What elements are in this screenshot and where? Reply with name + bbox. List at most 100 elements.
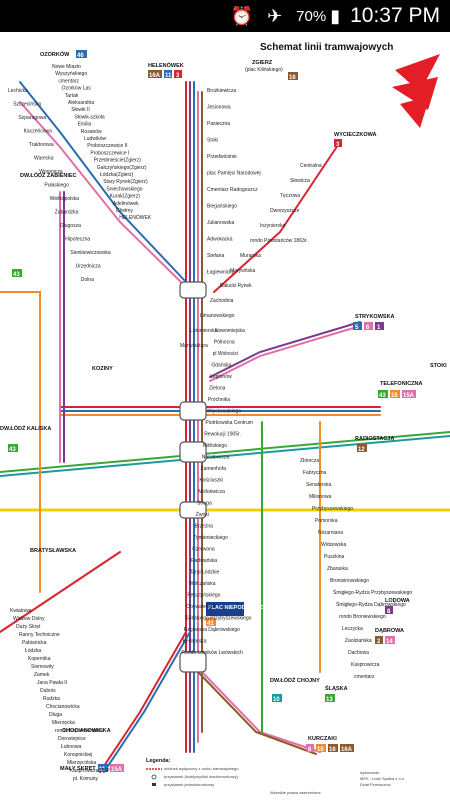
stop-label[interactable]: Brożkiewicza (207, 88, 236, 94)
stop-label[interactable]: Gałczyńskiego(Zgierz) (97, 165, 147, 171)
stop-label[interactable]: Legionów (210, 374, 232, 380)
stop-label[interactable]: Sienkiewiczowska (70, 250, 111, 256)
stop-label[interactable]: Stefana (207, 253, 224, 259)
stop-label[interactable]: Północna (214, 340, 235, 346)
stop-label[interactable]: Zbaraska (327, 566, 348, 572)
stop-label[interactable]: Chocianowicka (46, 704, 80, 710)
stop-label[interactable]: Leczycka (342, 626, 363, 632)
stop-label[interactable]: Inżynierska (260, 223, 286, 229)
stop-label[interactable]: rondo Powstańców 1863r. (250, 238, 308, 244)
stop-label[interactable]: Kościuszki (199, 478, 223, 484)
stop-label[interactable]: HELENÓWEK (119, 214, 152, 221)
stop-label[interactable]: Szczecińska (13, 102, 41, 108)
stop-label[interactable]: Murarska (240, 253, 261, 259)
stop-label[interactable]: Biegańskiego (207, 204, 237, 210)
stop-label[interactable]: Kopernika (28, 656, 51, 662)
stop-label[interactable]: Duży Skręt (16, 624, 41, 630)
stop-label[interactable]: Pułaskiego (44, 183, 69, 189)
stop-label[interactable]: Śmigłego-Rydza Przybyszewskiego (333, 588, 412, 596)
stop-label[interactable]: Kurak(Zgierz) (110, 194, 141, 200)
stop-label[interactable]: Stary Rynek(Zgierz) (103, 179, 148, 185)
stop-label[interactable]: Widzewska (321, 542, 347, 548)
stop-label[interactable]: Długosza (60, 223, 81, 229)
stop-label[interactable]: Mickiewicza (198, 489, 225, 495)
stop-label[interactable]: Proboszczewice I (90, 150, 129, 156)
stop-label[interactable]: Dachowa (348, 650, 369, 656)
stop-label[interactable]: Milionowa (309, 494, 331, 500)
stop-label[interactable]: Niciarniana (318, 530, 343, 536)
terminal-kurczaki[interactable]: KURCZAKI 6 15 16 16A (306, 736, 354, 753)
stop-label[interactable]: Pasieczna (207, 121, 230, 127)
stop-label[interactable]: Stoki (207, 138, 218, 144)
stop-label[interactable]: rondo Kopernikowskie (55, 728, 104, 734)
stop-label[interactable]: Tartak (65, 93, 79, 99)
stop-label[interactable]: Zielona (209, 386, 226, 392)
stop-label[interactable]: Radwańska (191, 558, 217, 564)
stop-label[interactable]: Jesionowa (207, 105, 231, 111)
terminal-strykowska[interactable]: STRYKOWSKA 5 6 1 (353, 314, 395, 331)
stop-label[interactable]: Pabianicka (22, 640, 47, 646)
stop-label[interactable]: Dubois (40, 688, 56, 694)
stop-label[interactable]: Tymienieckiego (193, 535, 228, 541)
stop-label[interactable]: Wyszyńskiego (55, 71, 87, 77)
stop-label[interactable]: Mierzęcińska (67, 760, 96, 766)
terminal-wycieczkowa[interactable]: WYCIECZKOWA 3 (334, 132, 376, 148)
stop-label[interactable]: pl. Komuny (73, 776, 99, 782)
stop-label[interactable]: Mierzęcka (52, 720, 75, 726)
stop-label[interactable]: Czerwona (192, 547, 215, 553)
stop-label[interactable]: Woronicza (39, 169, 63, 175)
terminal-plac-niepodleglosci[interactable]: PLAC NIEPODLEGŁOŚCI 41 (206, 602, 274, 627)
stop-label[interactable]: Przybyszewskiego (312, 506, 353, 512)
stop-label[interactable]: Warecka (34, 156, 54, 162)
stop-label[interactable]: Lutomierska (190, 328, 217, 334)
stop-label[interactable]: Targi Łódzkie (190, 570, 220, 576)
stop-label[interactable]: Słowicza (290, 178, 310, 184)
stop-label[interactable]: Kilińskiego (203, 443, 227, 449)
stop-label[interactable]: Aleksandria (68, 100, 94, 106)
terminal-radiostacja[interactable]: RADIOSTACJA 12 (355, 436, 394, 453)
terminal-dabrowa[interactable]: DĄBROWA 2 14 (375, 628, 404, 645)
stop-label[interactable]: Zamenhofa (201, 466, 227, 472)
stop-label[interactable]: plac Pamięci Narodowej (207, 171, 261, 177)
stop-label[interactable]: Łagiewnicka (207, 270, 235, 276)
stop-label[interactable]: Urzędnicza (76, 264, 101, 270)
stop-label[interactable]: Gdańska (211, 363, 231, 369)
stop-label[interactable]: Wólczańska (189, 581, 216, 587)
terminal-slaska[interactable]: ŚLĄSKA 13 (325, 685, 348, 703)
stop-label[interactable]: Puszkina (324, 554, 345, 560)
stop-label[interactable]: Słowik-szkoła (74, 114, 105, 120)
stop-label[interactable]: Ludwików (84, 136, 106, 142)
stop-label[interactable]: Chełmy (116, 208, 133, 214)
stop-label[interactable]: cmentarz (354, 674, 375, 680)
stop-label[interactable]: Nowe Miasto (52, 64, 81, 70)
stop-label[interactable]: Kwiatowa (10, 608, 32, 614)
terminal-chocianowicka[interactable]: CHOCIANOWICKA (62, 728, 111, 734)
stop-label[interactable]: Więckowskiego (207, 409, 242, 415)
stop-label[interactable]: Cmentarz Radogoszcz (207, 187, 258, 193)
stop-label[interactable]: Długa (49, 712, 62, 718)
stop-label[interactable]: Dworzyszcze (270, 208, 300, 214)
stop-label[interactable]: Widzew Dolny (13, 616, 45, 622)
stop-label[interactable]: Żwirki (196, 511, 209, 518)
stop-label[interactable]: Marysińska (230, 268, 256, 274)
terminal-chojny[interactable]: DW.ŁÓDŹ CHOJNY 10 (270, 676, 320, 703)
stop-label[interactable]: Julianowska (207, 220, 234, 226)
stop-label[interactable]: Tęczowa (280, 193, 300, 199)
stop-label[interactable]: Próchnika (208, 397, 230, 403)
stop-label[interactable]: Siemowity (31, 664, 54, 670)
stop-label[interactable]: Ozorków Las (62, 86, 92, 92)
stop-label[interactable]: Rosanów (81, 129, 102, 135)
stop-label[interactable]: Bednarska (183, 639, 207, 645)
stop-label[interactable]: Zamek (34, 672, 50, 678)
stop-label[interactable]: Limanowskiego (200, 313, 235, 319)
terminal-telefoniczna[interactable]: TELEFONICZNA 43 15 15A (378, 381, 422, 399)
terminal-lodowa[interactable]: LODOWA 8 (385, 598, 410, 615)
stop-label[interactable]: Pomorska (315, 518, 338, 524)
stop-label[interactable]: Dolna (81, 277, 94, 283)
stop-label[interactable]: Szparagowa (18, 115, 46, 121)
stop-label[interactable]: Przedwiośnie (207, 154, 237, 160)
stop-label[interactable]: Obywatelska (186, 604, 215, 610)
stop-label[interactable]: Śmigłego-Rydza Dąbrowskiego (336, 600, 406, 608)
tram-network-map[interactable]: Schemat linii tramwajowych (0, 32, 450, 800)
stop-label[interactable]: Proboszczewice II (87, 143, 127, 149)
